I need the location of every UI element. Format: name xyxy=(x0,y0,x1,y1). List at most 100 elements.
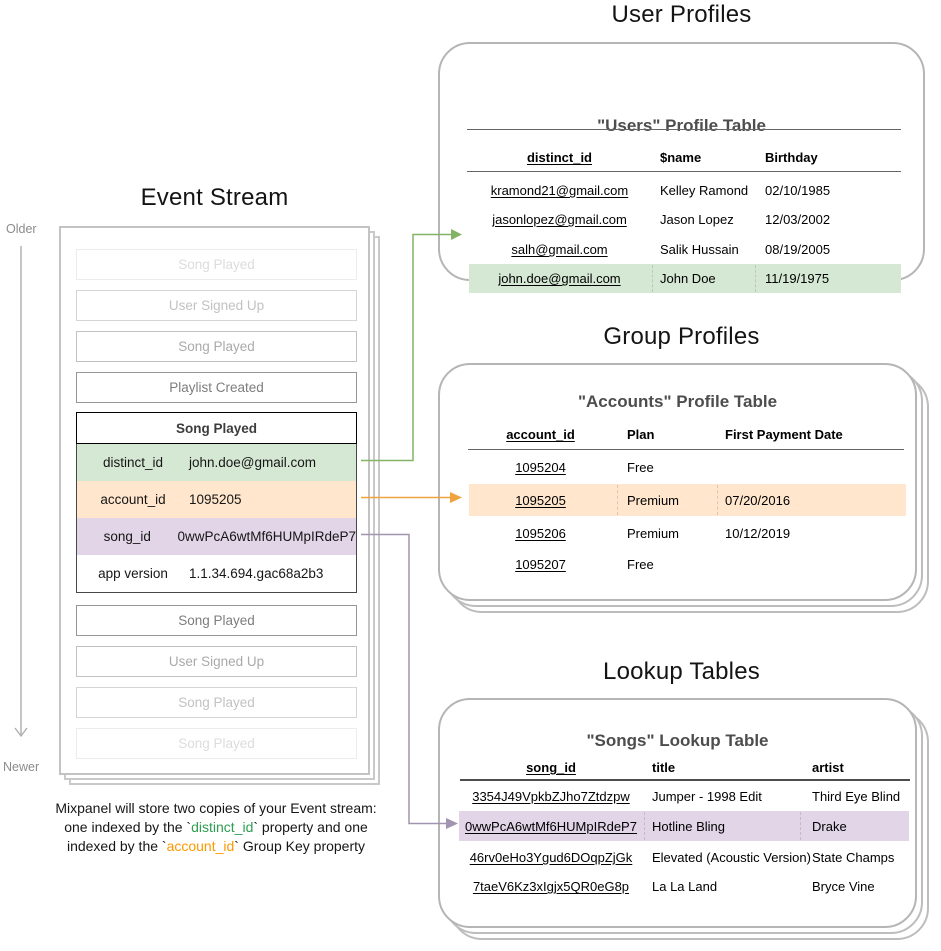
table-row: 1095207 Free xyxy=(469,549,906,579)
account-id-cell: 1095205 xyxy=(469,484,612,516)
song-title-cell: Elevated (Acoustic Version) xyxy=(652,850,811,865)
column-header-song-title: title xyxy=(652,760,676,775)
name-cell: Kelley Ramond xyxy=(660,183,749,198)
timeline-arrow xyxy=(14,246,28,738)
column-separator xyxy=(717,485,718,515)
column-header-name: $name xyxy=(660,150,702,165)
column-header-label: song_id xyxy=(526,760,576,775)
caption-line-2: one indexed by the `distinct_id` propert… xyxy=(18,818,414,837)
table-row: salh@gmail.com Salik Hussain 08/19/2005 xyxy=(469,235,901,264)
cell-value: 1095206 xyxy=(515,525,566,541)
older-label: Older xyxy=(6,222,37,236)
song-title-cell: Jumper - 1998 Edit xyxy=(652,789,762,804)
column-header-artist: artist xyxy=(812,760,844,775)
cell-value: 3354J49VpkbZJho7Ztdzpw xyxy=(472,789,630,804)
header-divider xyxy=(468,449,904,450)
newer-label: Newer xyxy=(3,760,40,774)
event-box-song-played: Song Played xyxy=(76,331,357,362)
property-key: account_id xyxy=(100,492,166,507)
caption-text: ` property and one xyxy=(253,819,368,835)
artist-cell: State Champs xyxy=(812,850,895,865)
artist-cell: Bryce Vine xyxy=(812,879,875,894)
column-separator xyxy=(617,485,618,515)
property-key: song_id xyxy=(103,529,151,544)
table-row: kramond21@gmail.com Kelley Ramond 02/10/… xyxy=(469,176,901,205)
property-value: john.doe@gmail.com xyxy=(189,455,317,470)
header-divider xyxy=(467,171,901,172)
column-header-first-payment-date: First Payment Date xyxy=(725,427,843,442)
account-id-cell: 1095207 xyxy=(469,549,612,579)
column-separator xyxy=(644,812,645,840)
caption-line-1: Mixpanel will store two copies of your E… xyxy=(55,800,377,816)
account-id-cell: 1095204 xyxy=(469,452,612,482)
column-separator xyxy=(652,265,653,292)
property-row-account-id: account_id 1095205 xyxy=(77,481,356,518)
column-header-account-id: account_id xyxy=(469,427,612,442)
caption-text: indexed by the ` xyxy=(66,838,167,854)
lookup-tables-title: Lookup Tables xyxy=(603,658,760,685)
caption-line-3: indexed by the `account_id` Group Key pr… xyxy=(18,837,414,856)
name-cell: Salik Hussain xyxy=(660,242,739,257)
column-header-label: account_id xyxy=(506,427,575,442)
event-box-user-signed-up: User Signed Up xyxy=(76,290,357,321)
event-box-user-signed-up: User Signed Up xyxy=(76,646,357,677)
property-key: distinct_id xyxy=(102,455,164,470)
event-box-song-played: Song Played xyxy=(76,249,357,280)
header-divider xyxy=(460,779,910,781)
song-id-cell: 0wwPcA6wtMf6HUMpIRdeP7 xyxy=(460,811,642,841)
distinct-id-cell: salh@gmail.com xyxy=(469,235,650,264)
event-box-song-played: Song Played xyxy=(76,605,357,636)
column-header-birthday: Birthday xyxy=(765,150,818,165)
table-row: 3354J49VpkbZJho7Ztdzpw Jumper - 1998 Edi… xyxy=(459,782,909,811)
distinct-id-cell: jasonlopez@gmail.com xyxy=(469,205,650,234)
plan-cell: Premium xyxy=(627,492,680,508)
group-profiles-title: Group Profiles xyxy=(603,323,760,350)
table-row-highlighted-1095205: 1095205 Premium 07/20/2016 xyxy=(469,484,906,516)
mixpanel-caption: Mixpanel will store two copies of your E… xyxy=(18,799,414,856)
birthday-cell: 02/10/1985 xyxy=(765,183,831,198)
table-row: 1095206 Premium 10/12/2019 xyxy=(469,518,906,548)
column-header-distinct-id: distinct_id xyxy=(469,150,650,165)
user-profiles-card: "Users" Profile Table distinct_id $name … xyxy=(438,42,925,293)
table-row-highlighted-john-doe: john.doe@gmail.com John Doe 11/19/1975 xyxy=(469,264,901,293)
accounts-table-title: "Accounts" Profile Table xyxy=(577,392,778,411)
name-cell: John Doe xyxy=(660,271,716,286)
cell-value: kramond21@gmail.com xyxy=(490,183,629,198)
cell-value: salh@gmail.com xyxy=(511,242,608,257)
cell-value: 1095205 xyxy=(515,492,566,508)
cell-value: 1095207 xyxy=(515,556,566,572)
plan-cell: Free xyxy=(627,459,654,475)
column-separator xyxy=(755,265,756,292)
plan-cell: Free xyxy=(627,556,654,572)
selected-event-card: Song Played distinct_id john.doe@gmail.c… xyxy=(76,412,357,593)
column-header-song-id: song_id xyxy=(460,760,642,775)
cell-value: 7taeV6Kz3xIgjx5QR0eG8p xyxy=(472,879,630,894)
distinct-id-cell: john.doe@gmail.com xyxy=(469,264,650,293)
cell-value: jasonlopez@gmail.com xyxy=(492,212,627,227)
table-row: 7taeV6Kz3xIgjx5QR0eG8p La La Land Bryce … xyxy=(459,872,909,901)
plan-cell: Premium xyxy=(627,525,680,541)
property-row-distinct-id: distinct_id john.doe@gmail.com xyxy=(77,444,356,481)
property-key: app version xyxy=(98,566,168,581)
property-value: 0wwPcA6wtMf6HUMpIRdeP7 xyxy=(177,529,356,544)
cell-value: 1095204 xyxy=(515,459,566,475)
header-divider xyxy=(467,129,901,130)
account-id-token: account_id xyxy=(166,838,235,854)
table-row: 1095204 Free xyxy=(469,452,906,482)
group-profiles-card: "Accounts" Profile Table account_id Plan… xyxy=(438,363,917,601)
table-row-highlighted-hotline-bling: 0wwPcA6wtMf6HUMpIRdeP7 Hotline Bling Dra… xyxy=(459,811,909,841)
selected-event-name: Song Played xyxy=(76,412,357,444)
artist-cell: Drake xyxy=(812,818,847,834)
user-profiles-title: User Profiles xyxy=(611,1,752,28)
property-value: 1.1.34.694.gac68a2b3 xyxy=(189,566,324,581)
artist-cell: Third Eye Blind xyxy=(812,789,901,804)
name-cell: Jason Lopez xyxy=(660,212,734,227)
lookup-tables-card: "Songs" Lookup Table song_id title artis… xyxy=(438,698,917,928)
column-header-plan: Plan xyxy=(627,427,655,442)
event-box-song-played: Song Played xyxy=(76,687,357,718)
event-stream-panel: Song Played User Signed Up Song Played P… xyxy=(59,226,370,775)
table-row: jasonlopez@gmail.com Jason Lopez 12/03/2… xyxy=(469,205,901,234)
distinct-id-token: distinct_id xyxy=(191,819,254,835)
account-id-cell: 1095206 xyxy=(469,518,612,548)
song-id-cell: 7taeV6Kz3xIgjx5QR0eG8p xyxy=(460,872,642,901)
